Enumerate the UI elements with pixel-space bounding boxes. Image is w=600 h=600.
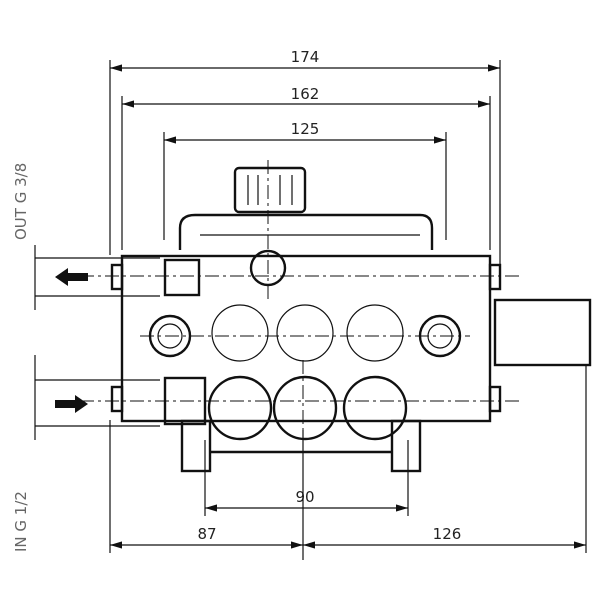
dimension-125: 125 <box>163 120 447 240</box>
dimension-90-label: 90 <box>295 488 314 506</box>
dimension-126-label: 126 <box>433 525 462 543</box>
dimension-162-label: 162 <box>291 85 320 103</box>
centerlines <box>80 160 520 440</box>
dimension-87-label: 87 <box>197 525 216 543</box>
dimension-174: 174 <box>109 48 501 265</box>
inlet-arrow-icon <box>55 395 88 413</box>
dimension-174-label: 174 <box>291 48 320 66</box>
inlet-port-label: IN G 1/2 <box>12 491 30 552</box>
outlet-arrow-icon <box>55 268 88 286</box>
dimension-90: 90 <box>204 440 409 516</box>
outlet-port-label: OUT G 3/8 <box>12 163 30 240</box>
dimension-162: 162 <box>121 85 491 250</box>
pump-body <box>110 166 592 473</box>
dimension-125-label: 125 <box>291 120 320 138</box>
port-dimensions <box>34 245 160 440</box>
